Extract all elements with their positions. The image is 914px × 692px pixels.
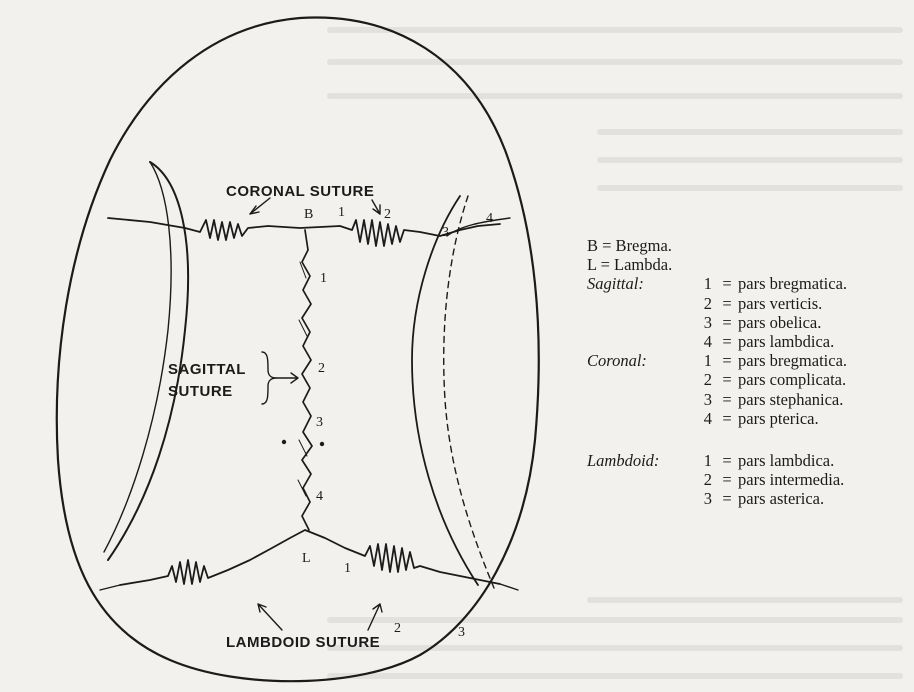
legend-row: 2 = pars intermedia. [587, 470, 847, 489]
coronal-number-2: 2 [384, 207, 391, 222]
legend-num: 2 [690, 470, 716, 489]
legend-num: 2 [690, 294, 716, 313]
legend-text: pars asterica. [738, 489, 824, 508]
lambda-letter: L [302, 551, 311, 566]
right-temporal-line [412, 196, 478, 585]
legend-group-sagittal: Sagittal: [587, 274, 690, 293]
sagittal-number-3: 3 [316, 415, 323, 430]
legend-group-lambdoid: Lambdoid: [587, 451, 690, 470]
legend-num: 4 [690, 409, 716, 428]
legend-equals: = [716, 370, 738, 389]
legend-num: 3 [690, 489, 716, 508]
legend-row: Coronal: 1 = pars bregmatica. [587, 351, 847, 370]
legend-row: Lambdoid: 1 = pars lambdica. [587, 451, 847, 470]
legend-equals: = [716, 313, 738, 332]
legend-equals: = [716, 351, 738, 370]
legend-equals: = [716, 470, 738, 489]
legend-text: pars verticis. [738, 294, 822, 313]
legend-equals: = [716, 294, 738, 313]
legend-text: pars lambdica. [738, 451, 834, 470]
lambdoid-suture-label: LAMBDOID SUTURE [226, 634, 380, 651]
legend-text: pars obelica. [738, 313, 821, 332]
coronal-arrow-left [250, 198, 270, 214]
sagittal-suture-label-line2: SUTURE [168, 383, 233, 400]
obelion-dot [320, 442, 324, 446]
coronal-number-4: 4 [486, 211, 493, 226]
bregma-letter: B [304, 207, 313, 222]
legend-text: pars bregmatica. [738, 274, 847, 293]
legend-num: 3 [690, 313, 716, 332]
legend-bregma: B = Bregma. [587, 236, 847, 255]
sagittal-suture-line [302, 230, 312, 530]
sagittal-number-2: 2 [318, 361, 325, 376]
legend-text: pars stephanica. [738, 390, 843, 409]
legend-num: 4 [690, 332, 716, 351]
legend-equals: = [716, 390, 738, 409]
legend-row: 3 = pars stephanica. [587, 390, 847, 409]
sagittal-number-4: 4 [316, 489, 323, 504]
legend-row: 3 = pars asterica. [587, 489, 847, 508]
legend-equals: = [716, 451, 738, 470]
coronal-suture-right-branch [447, 218, 510, 236]
legend-lambda: L = Lambda. [587, 255, 847, 274]
legend-row: 2 = pars verticis. [587, 294, 847, 313]
legend-row: 4 = pars lambdica. [587, 332, 847, 351]
lambdoid-number-2: 2 [394, 621, 401, 636]
legend-equals: = [716, 489, 738, 508]
legend-equals: = [716, 332, 738, 351]
lambdoid-number-1: 1 [344, 561, 351, 576]
legend-num: 1 [690, 451, 716, 470]
legend-row: 2 = pars complicata. [587, 370, 847, 389]
legend-key: B = Bregma. L = Lambda. Sagittal: 1 = pa… [587, 236, 847, 508]
legend-num: 2 [690, 370, 716, 389]
coronal-number-1: 1 [338, 205, 345, 220]
legend-spacer [587, 428, 847, 451]
sagittal-arrow [276, 373, 298, 383]
legend-bregma-text: B = Bregma. [587, 236, 672, 255]
legend-row: 4 = pars pterica. [587, 409, 847, 428]
sagittal-brace [262, 352, 276, 404]
coronal-suture-label: CORONAL SUTURE [226, 183, 374, 200]
legend-text: pars bregmatica. [738, 351, 847, 370]
lambdoid-suture-tail [100, 584, 518, 590]
legend-num: 1 [690, 274, 716, 293]
legend-equals: = [716, 274, 738, 293]
legend-text: pars lambdica. [738, 332, 834, 351]
coronal-number-3: 3 [442, 225, 449, 240]
lambdoid-arrow-right [368, 604, 382, 630]
legend-num: 1 [690, 351, 716, 370]
legend-group-coronal: Coronal: [587, 351, 690, 370]
sagittal-suture-label-line1: SAGITTAL [168, 361, 246, 378]
obelion-dot [282, 440, 286, 444]
legend-equals: = [716, 409, 738, 428]
legend-row: Sagittal: 1 = pars bregmatica. [587, 274, 847, 293]
legend-text: pars pterica. [738, 409, 819, 428]
legend-num: 3 [690, 390, 716, 409]
lambdoid-arrow-left [258, 604, 282, 630]
skull-outline [57, 17, 539, 681]
coronal-arrow-right-head [373, 205, 380, 214]
lambdoid-number-3: 3 [458, 625, 465, 640]
legend-text: pars complicata. [738, 370, 846, 389]
right-temporal-dashed [444, 196, 494, 588]
legend-text: pars intermedia. [738, 470, 844, 489]
legend-lambda-text: L = Lambda. [587, 255, 672, 274]
legend-row: 3 = pars obelica. [587, 313, 847, 332]
sagittal-number-1: 1 [320, 271, 327, 286]
